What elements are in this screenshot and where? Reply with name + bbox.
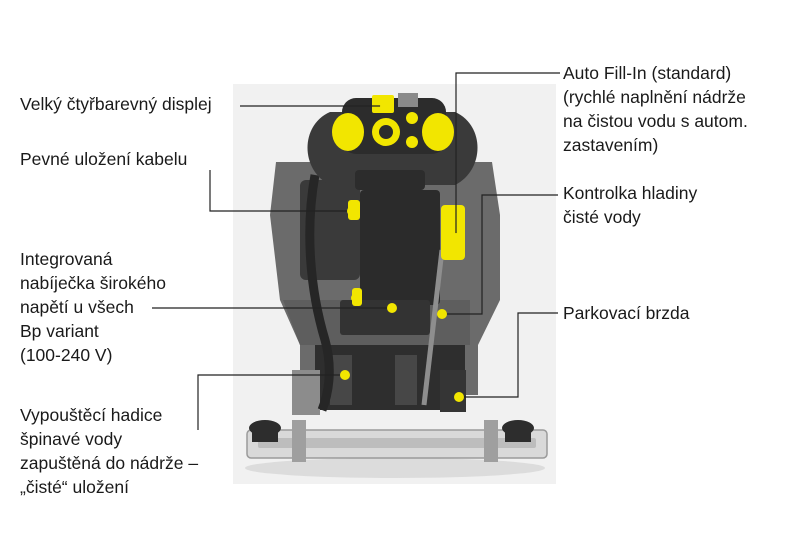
- label-line: na čistou vodu s autom.: [563, 111, 748, 131]
- leader-cable: [209, 170, 350, 212]
- label-line: Velký čtyřbarevný displej: [20, 94, 212, 114]
- leader-brake: [459, 312, 558, 398]
- label-line: Parkovací brzda: [563, 303, 690, 323]
- label-line: zapuštěná do nádrže –: [20, 453, 199, 473]
- steering-console: [307, 93, 478, 190]
- label-line: zastavením): [563, 135, 659, 155]
- label-integrated-charger: Integrovaná nabíječka širokého napětí u …: [20, 247, 166, 367]
- power-cable: [305, 174, 334, 412]
- leader-autofill: [455, 72, 560, 238]
- squeegee-frame: [246, 420, 548, 462]
- callout-dots: [340, 101, 464, 402]
- label-line: napětí u všech: [20, 297, 134, 317]
- label-large-display: Velký čtyřbarevný displej: [20, 92, 212, 116]
- label-drain-hose: Vypouštěcí hadice špinavé vody zapuštěná…: [20, 403, 198, 499]
- label-water-level-indicator: Kontrolka hladiny čisté vody: [563, 181, 697, 229]
- label-line: Pevné uložení kabelu: [20, 149, 188, 169]
- label-cable-storage: Pevné uložení kabelu: [20, 147, 187, 171]
- leader-lines: [152, 72, 560, 430]
- label-auto-fill-in: Auto Fill-In (standard) (rychlé naplnění…: [563, 61, 748, 157]
- label-line: Bp variant: [20, 321, 99, 341]
- label-line: špinavé vody: [20, 429, 123, 449]
- label-line: Integrovaná: [20, 249, 113, 269]
- label-line: (100-240 V): [20, 345, 113, 365]
- label-line: Auto Fill-In (standard): [563, 63, 732, 83]
- label-line: Vypouštěcí hadice: [20, 405, 163, 425]
- label-parking-brake: Parkovací brzda: [563, 301, 689, 325]
- label-line: Kontrolka hladiny: [563, 183, 698, 203]
- machine-body: [270, 162, 500, 415]
- label-line: čisté vody: [563, 207, 641, 227]
- leader-hose: [197, 374, 345, 430]
- autofill-unit: [441, 205, 465, 260]
- leader-level: [442, 194, 558, 315]
- floor-shadow: [245, 458, 545, 478]
- label-line: nabíječka širokého: [20, 273, 166, 293]
- label-line: „čisté“ uložení: [20, 477, 129, 497]
- label-line: (rychlé naplnění nádrže: [563, 87, 746, 107]
- supply-hose: [421, 249, 445, 406]
